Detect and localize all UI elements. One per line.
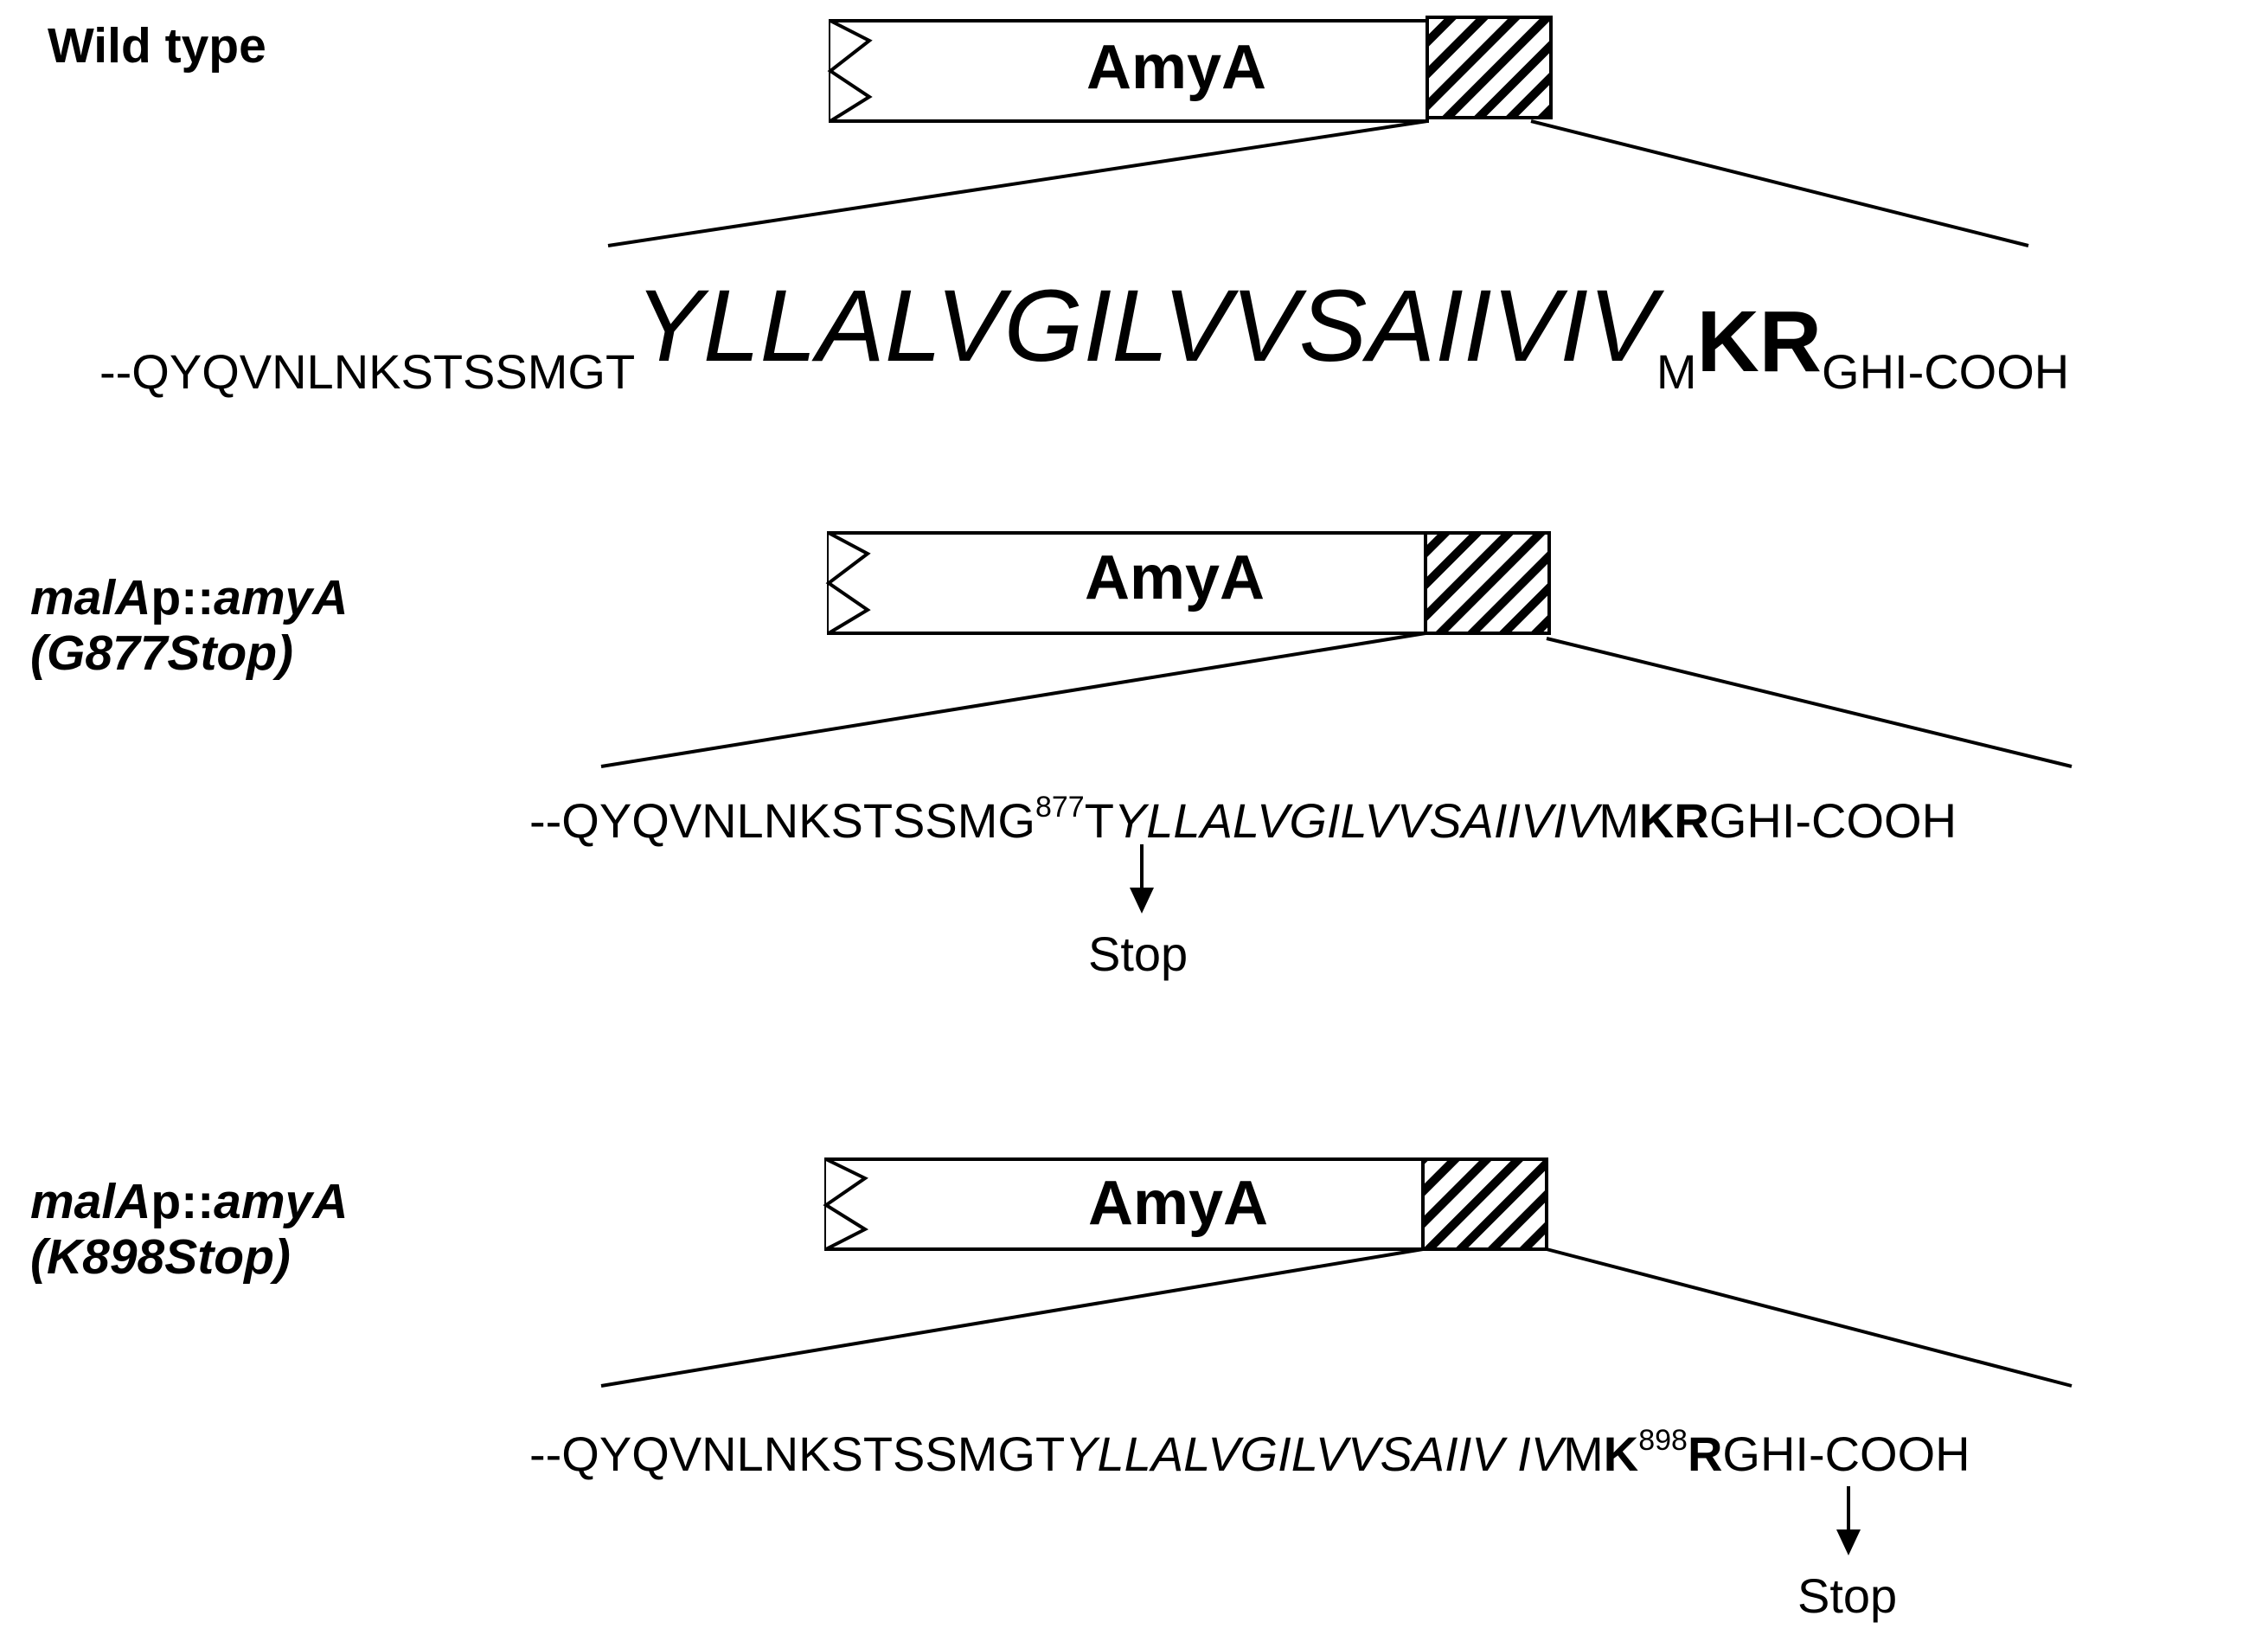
zoom-line-left — [607, 119, 1428, 247]
transmembrane-hatched-box — [1424, 531, 1551, 635]
panel-label-wild-type: Wild type — [48, 18, 266, 74]
transmembrane-hatched-box — [1426, 16, 1553, 119]
seq-transmembrane: YLLALVGILVVSAIIV IV — [1065, 1427, 1564, 1481]
seq-k: K — [1603, 1427, 1639, 1481]
label-promoter: p:: — [151, 1174, 215, 1229]
seq-m: M — [1563, 1427, 1604, 1481]
label-gene: malA — [30, 1174, 151, 1229]
label-construct: amyA — [214, 1174, 349, 1229]
seq-prefix: --QYQVNLNKSTSSMGT — [529, 1427, 1066, 1481]
sequence-k898stop: --QYQVNLNKSTSSMGTYLLALVGILVVSAIIV IVMK89… — [529, 1426, 1970, 1478]
sequence-wild-type: --QYQVNLNKSTSSMGTYLLALVGILVVSAIIVIVMKRGH… — [99, 275, 2069, 396]
box-label: AmyA — [1086, 33, 1266, 102]
seq-transmembrane: YLLALVGILVVSAIIVIV — [1113, 793, 1599, 848]
stop-label: Stop — [1797, 1568, 1898, 1623]
label-mutation: (G877Stop) — [30, 625, 294, 681]
transmembrane-hatched-box — [1421, 1157, 1548, 1251]
zoom-line-left — [600, 632, 1426, 768]
seq-m: M — [1598, 793, 1639, 848]
seq-transmembrane: YLLALVGILVVSAIIVIV — [635, 269, 1656, 383]
seq-r: R — [1687, 1427, 1723, 1481]
truncation-zigzag-icon — [827, 19, 873, 123]
box-label: AmyA — [1085, 543, 1265, 612]
zoom-line-left — [600, 1247, 1424, 1388]
panel-k898stop-construct: AmyA — [600, 1157, 2073, 1555]
seq-kr: KR — [1638, 793, 1709, 848]
seq-prefix: --QYQVNLNKSTSSMGT — [99, 344, 636, 399]
amya-domain-box — [829, 19, 1429, 123]
amya-domain-box — [827, 531, 1427, 635]
truncation-zigzag-icon — [823, 1157, 869, 1251]
sequence-g877stop: --QYQVNLNKSTSSMG877TYLLALVGILVVSAIIVIVMK… — [529, 792, 1957, 845]
panel-label-g877stop: malAp::amyA (G877Stop) — [30, 570, 349, 682]
label-promoter: p:: — [151, 570, 215, 625]
seq-suffix: GHI-COOH — [1822, 344, 2070, 399]
zoom-line-right — [1546, 637, 2073, 768]
seq-kr: KR — [1696, 293, 1823, 390]
residue-number: 877 — [1035, 791, 1085, 824]
truncation-zigzag-icon — [825, 531, 871, 635]
panel-wild-type-construct: AmyA — [607, 16, 2029, 247]
stop-arrow-icon — [1130, 888, 1154, 914]
zoom-line-right — [1546, 1247, 2073, 1388]
label-text: Wild type — [48, 18, 266, 74]
label-construct: amyA — [214, 570, 349, 625]
panel-g877stop-construct: AmyA — [600, 531, 2073, 914]
seq-suffix: GHI-COOH — [1708, 793, 1957, 848]
amya-domain-box — [824, 1157, 1425, 1251]
panel-label-k898stop: malAp::amyA (K898Stop) — [30, 1174, 349, 1286]
stop-label: Stop — [1088, 927, 1188, 981]
label-gene: malA — [30, 570, 151, 625]
zoom-line-right — [1530, 119, 2029, 247]
seq-suffix: GHI-COOH — [1722, 1427, 1970, 1481]
seq-prefix: --QYQVNLNKSTSSMG — [529, 793, 1035, 848]
seq-t: T — [1084, 793, 1114, 848]
seq-m: M — [1656, 344, 1697, 399]
stop-arrow-icon — [1836, 1529, 1861, 1555]
label-mutation: (K898Stop) — [30, 1228, 291, 1285]
box-label: AmyA — [1088, 1169, 1268, 1238]
residue-number: 898 — [1638, 1424, 1688, 1457]
